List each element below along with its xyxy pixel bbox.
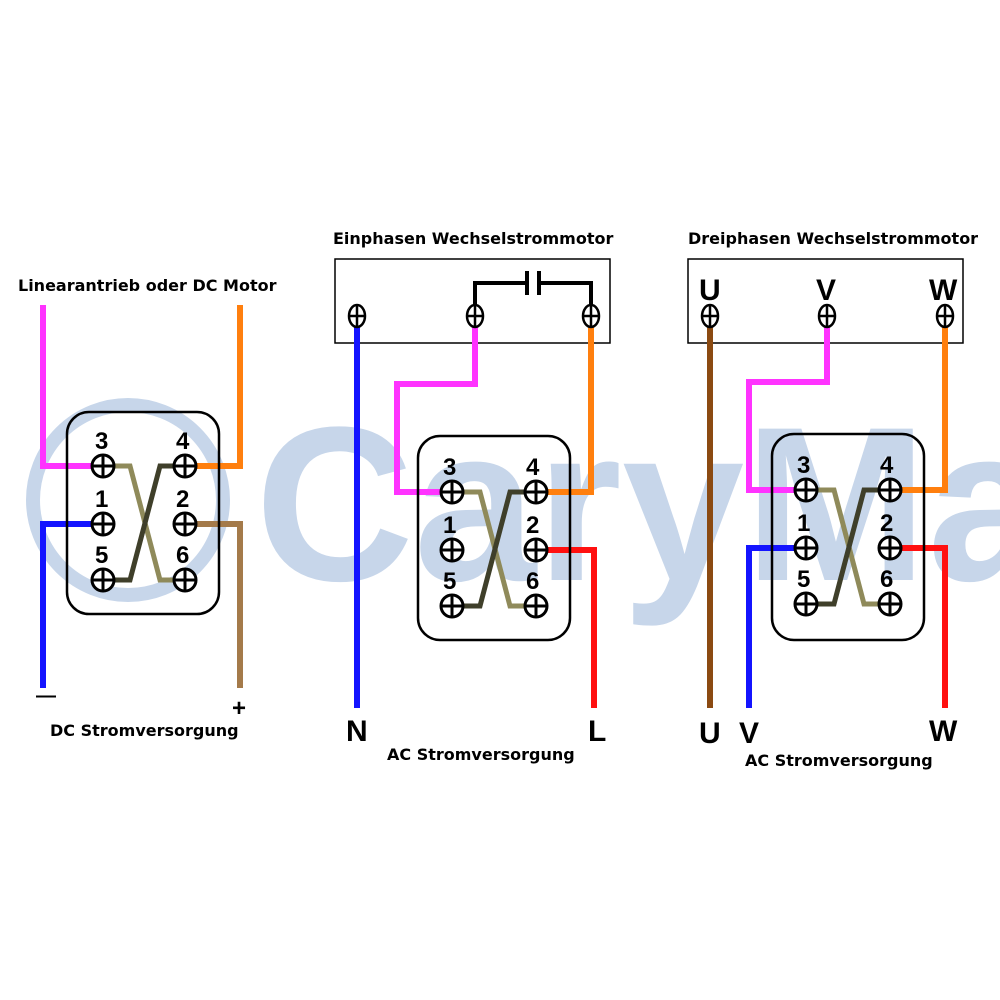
motor-label-U: U bbox=[699, 274, 721, 307]
wire-red-W bbox=[890, 545, 948, 708]
wire-orange bbox=[890, 316, 948, 493]
wire-brown bbox=[185, 521, 243, 688]
terminal-5 bbox=[793, 591, 819, 617]
terminal-label-5: 5 bbox=[797, 566, 810, 593]
watermark-logo-circle bbox=[26, 398, 230, 602]
wire-orange bbox=[536, 316, 594, 495]
panel-three-title: Dreiphasen Wechselstrommotor bbox=[688, 229, 978, 248]
minus-sign: — bbox=[36, 685, 56, 707]
terminal-2 bbox=[877, 535, 903, 561]
terminal-4 bbox=[523, 479, 549, 505]
motor-terminal-U bbox=[700, 303, 720, 329]
single-switch-box bbox=[416, 434, 572, 642]
terminal-1 bbox=[793, 535, 819, 561]
terminal-5 bbox=[439, 593, 465, 619]
three-supply-label: AC Stromversorgung bbox=[745, 751, 933, 770]
terminal-label-2: 2 bbox=[176, 486, 189, 513]
terminal-label-3: 3 bbox=[797, 452, 810, 479]
label-N: N bbox=[346, 715, 368, 748]
dc-supply-label: DC Stromversorgung bbox=[50, 721, 239, 740]
panel-single-title: Einphasen Wechselstrommotor bbox=[333, 229, 613, 248]
terminal-label-4: 4 bbox=[176, 428, 190, 455]
single-supply-label: AC Stromversorgung bbox=[387, 745, 575, 764]
wire-blue bbox=[40, 521, 103, 688]
motor-terminal-right bbox=[581, 303, 601, 329]
terminal-2 bbox=[523, 537, 549, 563]
terminal-label-1: 1 bbox=[95, 486, 108, 513]
motor-terminal-W bbox=[935, 303, 955, 329]
terminal-label-6: 6 bbox=[880, 566, 893, 593]
jumper-dark bbox=[806, 487, 890, 607]
plus-sign: + bbox=[232, 695, 246, 722]
panel-dc-title: Linearantrieb oder DC Motor bbox=[18, 276, 277, 295]
supply-label-V: V bbox=[739, 717, 759, 750]
terminal-6 bbox=[172, 567, 198, 593]
jumper-dark bbox=[452, 489, 536, 609]
wire-magenta bbox=[394, 316, 478, 495]
supply-label-W: W bbox=[929, 715, 958, 748]
motor-label-W: W bbox=[929, 274, 958, 307]
panel-single-phase: Einphasen Wechselstrommotor 3 4 1 2 5 6 … bbox=[333, 229, 613, 764]
terminal-2 bbox=[172, 511, 198, 537]
wire-magenta bbox=[746, 316, 830, 493]
wire-blue-V bbox=[746, 545, 806, 708]
terminal-label-2: 2 bbox=[880, 510, 893, 537]
terminal-6 bbox=[523, 593, 549, 619]
terminal-label-2: 2 bbox=[526, 512, 539, 539]
terminal-label-1: 1 bbox=[797, 510, 810, 537]
terminal-label-3: 3 bbox=[95, 428, 108, 455]
terminal-3 bbox=[439, 479, 465, 505]
terminal-label-1: 1 bbox=[443, 512, 456, 539]
terminal-5 bbox=[90, 567, 116, 593]
panel-dc: Linearantrieb oder DC Motor 3 4 1 2 5 6 … bbox=[18, 276, 277, 740]
terminal-4 bbox=[877, 477, 903, 503]
terminal-4 bbox=[172, 453, 198, 479]
terminal-label-3: 3 bbox=[443, 454, 456, 481]
terminal-1 bbox=[90, 511, 116, 537]
wire-magenta bbox=[40, 305, 103, 469]
wire-red-L bbox=[536, 547, 597, 708]
three-switch-box bbox=[770, 432, 926, 642]
dc-switch-box bbox=[65, 410, 221, 616]
supply-label-U: U bbox=[699, 717, 721, 750]
terminal-label-5: 5 bbox=[95, 542, 108, 569]
motor-terminal-left bbox=[347, 303, 367, 329]
terminal-6 bbox=[877, 591, 903, 617]
motor-terminal-V bbox=[817, 303, 837, 329]
watermark: CaryMart bbox=[255, 381, 1000, 627]
terminal-3 bbox=[90, 453, 116, 479]
terminal-label-6: 6 bbox=[176, 542, 189, 569]
label-L: L bbox=[588, 715, 606, 748]
terminal-1 bbox=[439, 537, 465, 563]
terminal-label-5: 5 bbox=[443, 568, 456, 595]
terminal-label-6: 6 bbox=[526, 568, 539, 595]
wire-orange bbox=[185, 305, 243, 469]
motor-label-V: V bbox=[816, 274, 836, 307]
motor-terminal-middle bbox=[465, 303, 485, 329]
terminal-label-4: 4 bbox=[880, 452, 894, 479]
panel-three-phase: Dreiphasen Wechselstrommotor U V W 3 4 1… bbox=[687, 229, 978, 770]
terminal-label-4: 4 bbox=[526, 454, 540, 481]
terminal-3 bbox=[793, 477, 819, 503]
